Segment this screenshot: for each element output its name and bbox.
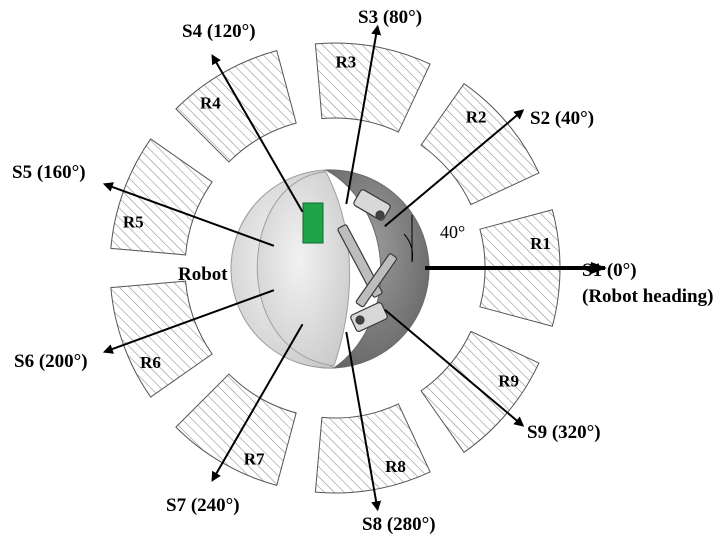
sensor-label-s6: S6 (200°) [14,351,88,372]
sensor-label-s8: S8 (280°) [362,514,436,535]
sensor-arrow-s6 [102,289,275,354]
robot [230,169,430,369]
robot-label: Robot [178,264,228,285]
robot-mechanism [337,189,398,332]
sector-r4 [175,50,297,163]
sensor-arrow-s5 [102,182,275,247]
sensor-label-s9: S9 (320°) [527,422,601,443]
region-label-r2: R2 [466,108,487,127]
heading-note: (Robot heading) [582,286,713,307]
sensor-arrows [102,24,607,512]
sensor-arrow-s4 [211,54,304,213]
region-label-r5: R5 [123,212,144,231]
sector-r8 [314,403,431,494]
sensor-label-s1: S1 (0°) [582,260,637,281]
sensor-label-s3: S3 (80°) [358,7,422,28]
region-label-r4: R4 [200,94,221,113]
region-label-r8: R8 [385,457,406,476]
sensor-label-s4: S4 (120°) [182,21,256,42]
sector-r9 [420,330,540,454]
region-label-r9: R9 [498,372,519,391]
sensor-label-s5: S5 (160°) [12,162,86,183]
angle-annotation: 40° [440,222,465,242]
sensor-arrow-s7 [211,323,304,482]
sensor-arrow-s8 [345,331,382,512]
sector-r6 [110,280,213,398]
sensor-label-s2: S2 (40°) [530,108,594,129]
sensor-arrow-s3 [345,24,382,205]
robot-body [324,169,430,369]
region-label-r6: R6 [140,353,161,372]
sector-r3 [314,42,431,133]
region-label-r3: R3 [335,52,356,71]
sensor-labels: S1 (0°) S2 (40°) S3 (80°) S4 (120°) S5 (160°… [12,7,637,535]
sensor-arrow-s2 [384,109,525,227]
region-label-r1: R1 [530,234,551,253]
region-label-r7: R7 [244,450,265,469]
sensor-arrow-s9 [384,309,525,427]
sector-r7 [175,373,297,486]
status-indicator [302,202,324,244]
sector-r5 [110,138,213,256]
sector-r2 [420,82,540,206]
sensor-label-s7: S7 (240°) [166,495,240,516]
